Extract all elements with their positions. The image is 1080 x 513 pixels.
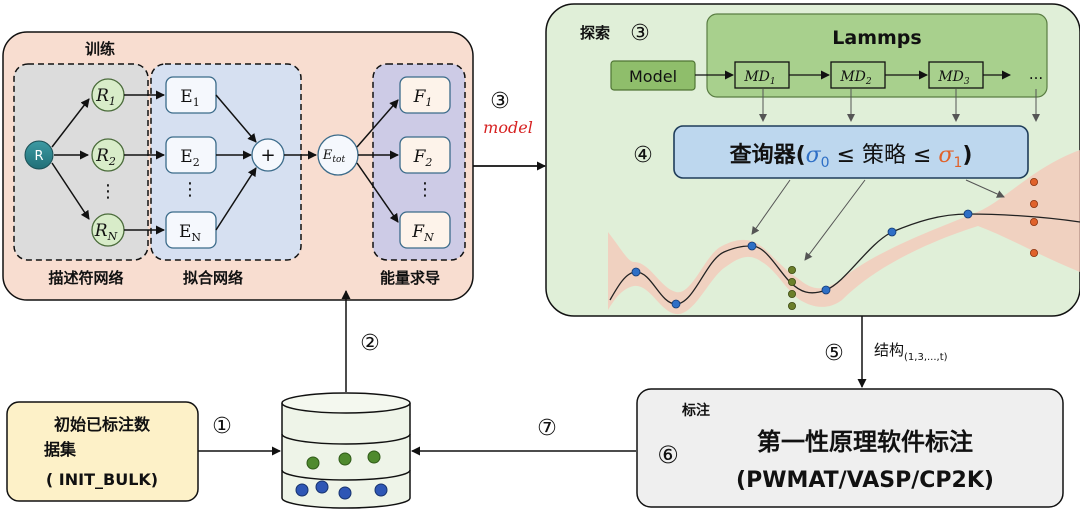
init-line1: 初始已标注数: [54, 415, 151, 434]
svg-text:E2: E2: [180, 147, 199, 169]
r-source-label: R: [34, 149, 43, 164]
init-panel: 初始已标注数 据集 ( INIT_BULK): [6, 401, 199, 502]
arrow-r-r1: [51, 98, 90, 148]
arrow-query-peak: [751, 179, 791, 235]
sum-label: +: [260, 145, 275, 166]
label-force: 能量求导: [380, 269, 440, 287]
lammps-box: [706, 13, 1048, 98]
outlier-point-1: [1030, 177, 1039, 186]
train-title: 训练: [85, 40, 115, 58]
sample-point-1: [631, 267, 641, 277]
label-panel-bg: [636, 388, 1064, 508]
outlier-point-4: [1030, 248, 1039, 257]
label-line2: (PWMAT/VASP/CP2K): [736, 468, 994, 493]
explore-title: 探索: [580, 24, 610, 42]
md-node-2: MD2: [830, 61, 886, 89]
sample-point-6: [963, 209, 973, 219]
r-node-1: R1: [91, 78, 125, 112]
e-dots: ⋮: [181, 179, 199, 200]
model-box-label: Model: [629, 67, 677, 86]
label-fit: 拟合网络: [183, 269, 243, 287]
svg-text:Etot: Etot: [322, 148, 346, 165]
query-text: 查询器(σ0 ≤ 策略 ≤ σ1): [730, 142, 973, 171]
train-panel: 训练 描述符网络 拟合网络 能量求导 R R1 R2 ⋮ RN: [2, 31, 474, 301]
step4: ④: [633, 143, 653, 168]
query-box: [673, 125, 1029, 179]
step3-right: ③: [630, 21, 650, 46]
explore-panel: 探索 ③ Lammps Model MD1 MD2 MD3 ...: [545, 3, 1080, 317]
step5: ⑤: [824, 341, 844, 366]
arrow-etot-fn: [356, 162, 399, 223]
svg-text:MD3: MD3: [937, 69, 970, 87]
md-more: ...: [1029, 65, 1043, 83]
svg-text:MD1: MD1: [743, 69, 775, 87]
step5-label: 结构(1,3,...,t): [874, 341, 948, 363]
step7: ⑦: [537, 416, 557, 441]
candidate-point-1: [788, 265, 797, 274]
svg-text:RN: RN: [94, 221, 118, 243]
arrow-e1-plus: [215, 94, 257, 143]
outlier-point-2: [1030, 199, 1039, 208]
svg-text:MD2: MD2: [839, 69, 872, 87]
svg-text:F1: F1: [413, 87, 433, 109]
arrow-r-rn: [51, 162, 90, 220]
e-node-1: E1: [165, 76, 217, 114]
lammps-title: Lammps: [832, 27, 921, 49]
step3-left: ③: [490, 89, 510, 114]
sample-point-3: [747, 241, 757, 251]
arrow-query-valley: [804, 179, 866, 261]
sample-point-5: [887, 227, 897, 237]
outlier-point-3: [1030, 217, 1039, 226]
label-line1: 第一性原理软件标注: [757, 428, 973, 456]
arrow-en-plus: [215, 167, 257, 231]
label-panel: 标注 ⑥ 第一性原理软件标注 (PWMAT/VASP/CP2K): [636, 388, 1064, 508]
md-node-1: MD1: [734, 61, 790, 89]
energy-curve-plot: [608, 150, 1080, 315]
model-label: model: [483, 118, 533, 137]
f-dots: ⋮: [416, 179, 434, 200]
svg-text:F2: F2: [413, 147, 433, 169]
sample-point-4: [821, 285, 831, 295]
e-node-n: EN: [165, 211, 217, 249]
candidate-point-2: [788, 277, 797, 286]
svg-text:EN: EN: [179, 222, 201, 244]
e-node-2: E2: [165, 136, 217, 174]
step6: ⑥: [657, 441, 679, 469]
svg-text:R1: R1: [95, 86, 116, 108]
svg-text:R2: R2: [95, 146, 116, 168]
f-node-2: F2: [399, 136, 451, 174]
sample-point-2: [671, 299, 681, 309]
svg-text:E1: E1: [180, 87, 199, 109]
arrow-etot-f1: [356, 99, 399, 148]
descriptor-group: [13, 63, 149, 261]
init-line2: 据集: [44, 440, 77, 459]
f-node-1: F1: [399, 76, 451, 114]
init-line3: ( INIT_BULK): [46, 470, 158, 489]
energy-curve: [609, 213, 1080, 305]
svg-text:FN: FN: [411, 222, 434, 244]
uncertainty-band: [608, 150, 1080, 315]
database-icon: [281, 392, 411, 509]
f-node-n: FN: [399, 211, 451, 249]
r-node-2: R2: [91, 138, 125, 172]
r-source-node: [24, 140, 54, 170]
r-dots: ⋮: [99, 181, 117, 202]
label-panel-title: 标注: [681, 402, 710, 419]
r-node-n: RN: [91, 213, 125, 247]
label-descriptor: 描述符网络: [48, 269, 123, 287]
candidate-point-3: [788, 289, 797, 298]
candidate-point-4: [788, 301, 797, 310]
arrow-query-right: [965, 179, 1005, 198]
step2: ②: [360, 331, 380, 356]
step1: ①: [212, 414, 232, 439]
